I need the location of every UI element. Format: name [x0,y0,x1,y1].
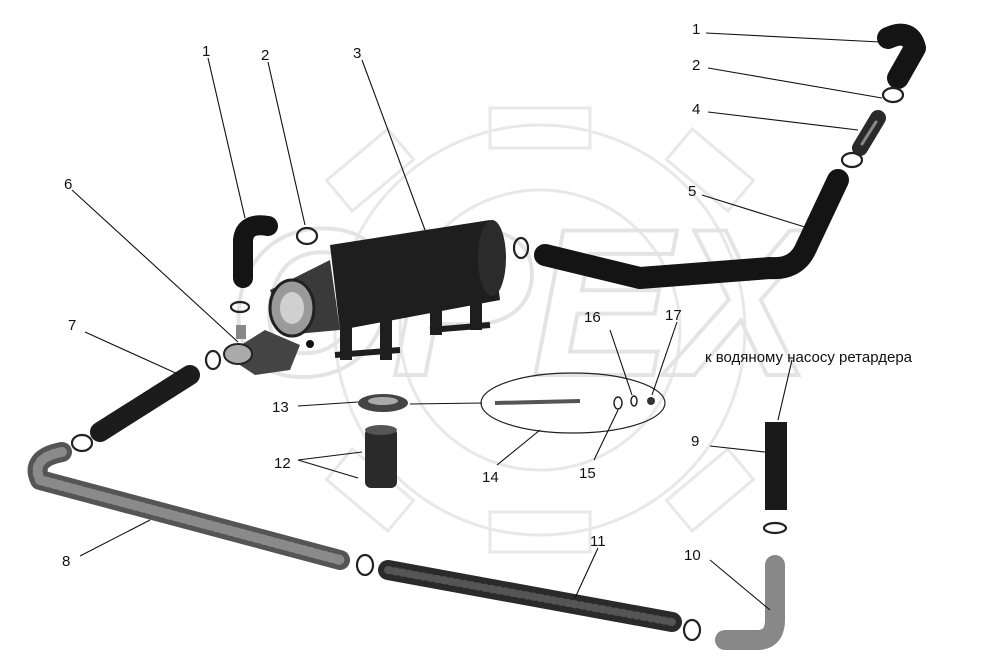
hose-10 [715,555,785,650]
callout-2-right: 2 [692,57,700,74]
leader-lines [71,32,883,611]
hose-1-right [877,23,926,89]
callout-15: 15 [579,465,596,482]
callout-2-left: 2 [261,47,269,64]
callout-16: 16 [584,309,601,326]
callout-6: 6 [64,176,72,193]
heater-3 [268,220,506,360]
clamp-8 [355,553,375,577]
callout-3: 3 [353,45,361,62]
clamp-left-mid [229,300,251,314]
watermark-gear [324,106,756,554]
callout-10: 10 [684,547,701,564]
callout-13: 13 [272,399,289,416]
callout-4: 4 [692,101,700,118]
callout-7: 7 [68,317,76,334]
callout-11: 11 [590,533,606,550]
callout-5: 5 [688,183,696,200]
pipe-9 [765,422,787,510]
clamp-right-small [840,151,864,169]
callout-labels: 1 2 3 6 7 8 1 2 4 5 13 12 14 15 16 17 9 … [62,21,913,570]
clamp-10 [762,521,788,535]
detail-group-14-17 [409,372,666,434]
hose-8 [27,442,350,570]
callout-17: 17 [665,307,682,324]
callout-1-right: 1 [692,21,700,38]
hose-5 [534,169,849,289]
hose-1-left [233,215,278,288]
clamp-7 [70,433,94,453]
hose-7 [90,365,200,442]
callout-12: 12 [274,455,291,472]
sleeve-12 [365,425,397,488]
retarder-pump-note: к водяному насосу ретардера [705,349,913,366]
callout-9: 9 [691,433,699,450]
callout-1-left: 1 [202,43,210,60]
ring-13 [358,394,408,412]
clamp-2-right [881,86,905,104]
clamp-6 [204,349,222,371]
hose-11 [378,560,682,632]
clamp-5-left [512,236,530,260]
callout-8: 8 [62,553,70,570]
callout-14: 14 [482,469,499,486]
pump-6 [223,325,314,375]
clamp-2-left [295,226,319,246]
clamp-11 [682,618,702,642]
pipe-4 [852,110,886,156]
